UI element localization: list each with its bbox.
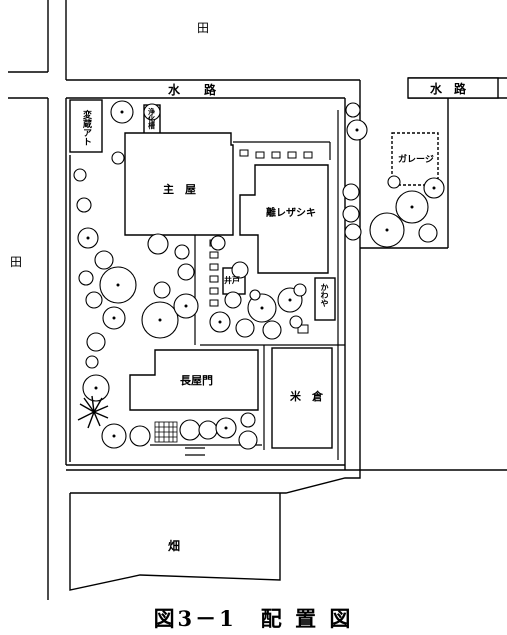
site-plan: 田 田 水 路 水 路 主 屋 離レザシキ ガレージ 井戸 長屋門 米 倉 畑 … (8, 0, 507, 600)
main-house-building (124, 132, 234, 236)
toilet-label: かわや (320, 283, 330, 308)
waterway-box-right (407, 77, 499, 99)
tree-centers (86, 110, 436, 438)
palm-tree-icon (77, 395, 109, 429)
annex-label: 離レザシキ (266, 206, 316, 219)
annex-building (239, 164, 329, 274)
substation-building (69, 99, 103, 153)
top-field-label: 田 (197, 21, 209, 35)
farm-field-label: 畑 (168, 539, 180, 553)
gate-house-building (129, 349, 259, 411)
left-field-label: 田 (10, 255, 22, 269)
toilet-building (314, 277, 336, 321)
site-boundary (66, 155, 360, 471)
grate-icon (154, 421, 178, 443)
rice-storehouse-label: 米 倉 (289, 389, 324, 403)
gate-house-label: 長屋門 (180, 374, 213, 387)
inner-walls (150, 110, 345, 460)
waterway-label-main: 水 路 (168, 82, 217, 97)
road-lines (8, 0, 507, 600)
waterway-label-right: 水 路 (430, 81, 467, 96)
rice-storehouse-building (271, 347, 333, 449)
garage-building (391, 132, 439, 186)
garage-label: ガレージ (398, 153, 434, 165)
septic-label: 浄化槽 (148, 107, 157, 130)
main-house-label: 主 屋 (163, 182, 196, 196)
trees (73, 100, 445, 450)
buildings (69, 99, 439, 449)
substation-label: 変蔵アト (81, 109, 92, 146)
well-label: 井戸 (224, 275, 240, 285)
farm-field-outline (69, 469, 507, 591)
figure-caption: 図3－1 配 置 図 (153, 606, 354, 631)
